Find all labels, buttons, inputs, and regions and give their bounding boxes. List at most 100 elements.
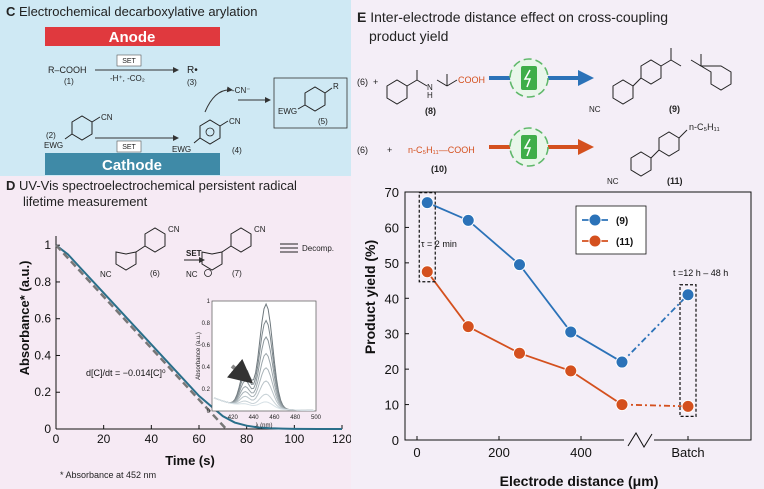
anion-charge-icon [205, 127, 215, 137]
yield-point [420, 196, 434, 210]
cathode-bar [45, 153, 220, 175]
rxn2-partner-number: (10) [431, 164, 447, 174]
cn-label-7: CN [254, 225, 266, 234]
set-box-1 [116, 54, 142, 67]
absorbance-ytick-label: 0.6 [34, 312, 51, 326]
yield-ytick-label: 0 [392, 433, 399, 448]
rxn2-partner: n-C₅H₁₁—COOH [408, 145, 475, 155]
absorbance-xtick-label: 20 [97, 432, 111, 446]
yield-ytick-label: 30 [385, 327, 399, 342]
radical-anion-number: (4) [232, 146, 242, 155]
panel-d-title-line1: UV-Vis spectroelectrochemical persistent… [19, 178, 297, 193]
absorbance-xlabel: Time (s) [165, 453, 215, 468]
panel-d-letter: D [6, 178, 16, 193]
rxn2-plus: + [387, 145, 392, 155]
cn-label-4: CN [229, 117, 241, 126]
loss-label: -H⁺, -CO₂ [110, 74, 145, 83]
yield-batch-point [681, 288, 695, 302]
yield-batch-point [681, 399, 695, 413]
anode-label: Anode [109, 29, 156, 46]
yield-point [513, 258, 526, 272]
radical-anion-ring [199, 119, 221, 145]
yield-axes [404, 191, 752, 448]
panel-d: D UV-Vis spectroelectrochemical persiste… [0, 176, 351, 489]
yield-legend: (9)(11) [575, 205, 647, 255]
absorbance-footnote: * Absorbance at 452 nm [60, 470, 156, 480]
panel-e: E Inter-electrode distance effect on cro… [351, 0, 764, 489]
ewg-bond-4 [193, 137, 201, 144]
yield-plot-frame [404, 191, 752, 441]
batch-time-annotation: t =12 h – 48 h [673, 268, 728, 278]
decomp-label: Decomp. [302, 244, 334, 253]
anode-bar [45, 27, 220, 46]
yield-point [615, 398, 629, 412]
inset-decay-arrow-icon [226, 358, 254, 384]
absorbance-ytick-label: 1 [44, 238, 51, 252]
yield-xtick-label: 200 [488, 445, 510, 460]
panel-c-scheme: Anode Cathode R–COOH (1) SET -H⁺, -CO₂ R… [44, 27, 348, 175]
absorbance-xtick-label: 100 [284, 432, 304, 446]
panel-d-title: D UV-Vis spectroelectrochemical persiste… [6, 178, 297, 210]
yield-xtick-label: 0 [413, 445, 420, 460]
rxn2-product-nc: NC [607, 177, 619, 186]
aryl-nitrile-ring [71, 115, 93, 141]
ewg-bond-2 [64, 133, 73, 140]
yield-ytick-label: 50 [385, 256, 399, 271]
inset-ylabel: Absorbance (a.u.) [196, 332, 202, 380]
yield-batch-line-1 [621, 403, 689, 408]
set-box-2 [116, 140, 142, 153]
cn-label-6: CN [168, 225, 180, 234]
panel-c-title: C Electrochemical decarboxylative arylat… [6, 4, 257, 19]
rxn2-flow-cell-icon [509, 127, 549, 167]
absorbance-xtick-label: 0 [53, 432, 60, 446]
panel-e-title: E Inter-electrode distance effect on cro… [357, 8, 668, 46]
inset-ytick-label: 0.8 [202, 321, 211, 327]
yield-ylabel: Product yield (%) [362, 240, 378, 354]
yield-line-1 [426, 271, 623, 406]
ewg-label-2: EWG [44, 141, 63, 150]
rxn2-product-structure [630, 129, 688, 177]
axis-break-icon [627, 432, 653, 448]
arrow-coupling [204, 86, 233, 113]
inset-xtick-label: 420 [228, 415, 239, 421]
cathode-label: Cathode [102, 157, 162, 174]
absorbance-ytick-label: 0.4 [34, 348, 51, 362]
rxn1-partner-structure [386, 70, 458, 105]
rate-law: d[C]/dt = −0.014[C]⁰ [86, 368, 166, 378]
product-ring [304, 86, 326, 112]
rxn1-n: N [427, 83, 433, 92]
inset-ytick-label: 0.4 [202, 365, 211, 371]
yield-point [461, 213, 475, 227]
acid-formula: R–COOH [48, 65, 87, 75]
yield-series [418, 192, 697, 417]
flow-highlight-box [418, 192, 436, 283]
absorbance-xtick-label: 60 [192, 432, 206, 446]
yield-ytick-label: 20 [385, 362, 399, 377]
rxn1-product-nc: NC [589, 105, 601, 114]
rxn2-reagent: (6) [357, 145, 368, 155]
absorbance-ytick-label: 0.2 [34, 385, 51, 399]
absorbance-ytick-label: 0.8 [34, 275, 51, 289]
rxn1-product-structure [612, 48, 732, 105]
set-label-1: SET [122, 58, 136, 65]
nc-label-6: NC [100, 270, 112, 279]
cn-loss-label: -CN⁻ [232, 86, 250, 95]
ewg-label-4: EWG [172, 145, 191, 154]
inset-xlabel: λ (nm) [256, 423, 273, 429]
aryl-number: (2) [46, 131, 56, 140]
yield-batch-line-0 [621, 294, 689, 363]
absorbance-ylabel: Absorbance* (a.u.) [17, 261, 32, 376]
yield-xtick-label: 400 [570, 445, 592, 460]
ewg-label-5: EWG [278, 107, 297, 116]
inset-ytick-label: 0.2 [202, 387, 211, 393]
rxn1-nh: H [427, 91, 433, 100]
yield-point [564, 325, 578, 339]
inset-ytick-label: 0.6 [202, 343, 211, 349]
rxn1-reagent: (6) [357, 77, 368, 87]
rxn1-flow-cell-icon [509, 58, 549, 98]
inset-ytick-label: 0 [207, 409, 211, 415]
legend-label: (11) [616, 237, 633, 248]
axis-break-gap [624, 436, 654, 444]
